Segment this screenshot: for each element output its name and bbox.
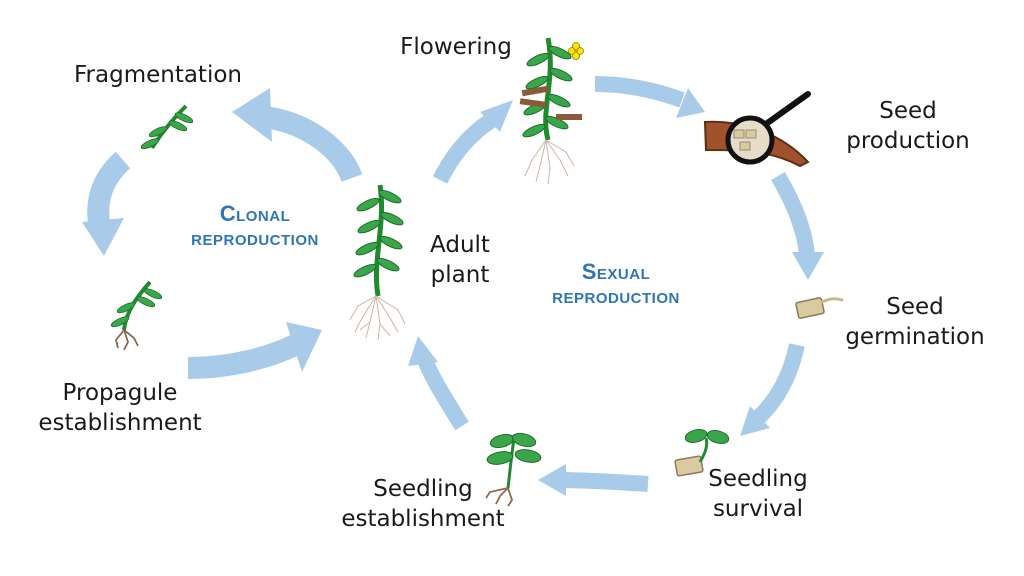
established-seedling-illustration	[485, 432, 542, 507]
sexual-title-line2: reproduction	[552, 283, 680, 308]
arrow-to-flowering	[432, 111, 500, 184]
adult-plant-illustration	[349, 184, 406, 341]
arrow-to-fragmentation	[260, 106, 363, 183]
sexual-reproduction-title: Sexual reproduction	[524, 260, 708, 308]
label-seed-production: Seed production	[846, 98, 970, 154]
arrow-head	[82, 218, 124, 256]
label-propagule-establishment: Propagule establishment	[38, 380, 202, 436]
arrow-to-seedling-survival	[752, 343, 805, 424]
arrow-to-propagule	[87, 151, 131, 231]
magnifier-icon	[725, 115, 775, 165]
label-seedling-survival: Seedling survival	[708, 466, 808, 522]
arrow-to-germination	[771, 171, 815, 256]
arrow-head	[232, 88, 272, 142]
arrow-to-seedling-establishment	[559, 472, 649, 492]
sexual-arrows	[408, 76, 824, 496]
label-seed-germination: Seed germination	[845, 294, 985, 350]
label-flowering: Flowering	[400, 34, 512, 60]
arrow-to-seed-production	[594, 76, 685, 108]
clonal-title-line1: Clonal	[219, 201, 291, 226]
seed-production-illustration	[703, 91, 811, 168]
propagule-illustration	[109, 280, 164, 351]
arrow-head	[480, 100, 513, 132]
arrow-head	[740, 406, 770, 436]
seedling-illustration	[674, 429, 730, 477]
clonal-arrows	[82, 88, 363, 379]
label-adult-plant: Adult plant	[430, 232, 490, 288]
clonal-reproduction-title: Clonal reproduction	[175, 202, 335, 250]
arrow-head	[676, 88, 705, 118]
sexual-title-line1: Sexual	[581, 259, 651, 284]
flower-icon	[568, 42, 584, 60]
arrow-head	[408, 336, 438, 366]
fragment-illustration	[139, 104, 195, 152]
arrow-to-adult-sexual	[417, 356, 469, 431]
label-fragmentation: Fragmentation	[73, 62, 242, 88]
flowering-plant-illustration	[519, 37, 584, 185]
label-seedling-establishment: Seedling establishment	[341, 476, 505, 532]
arrow-head	[286, 322, 322, 372]
germinating-seed-illustration	[795, 297, 844, 319]
arrow-head	[538, 464, 566, 496]
arrow-head	[792, 252, 824, 280]
arrow-to-adult-clonal	[187, 335, 300, 379]
clonal-title-line2: reproduction	[191, 225, 319, 250]
